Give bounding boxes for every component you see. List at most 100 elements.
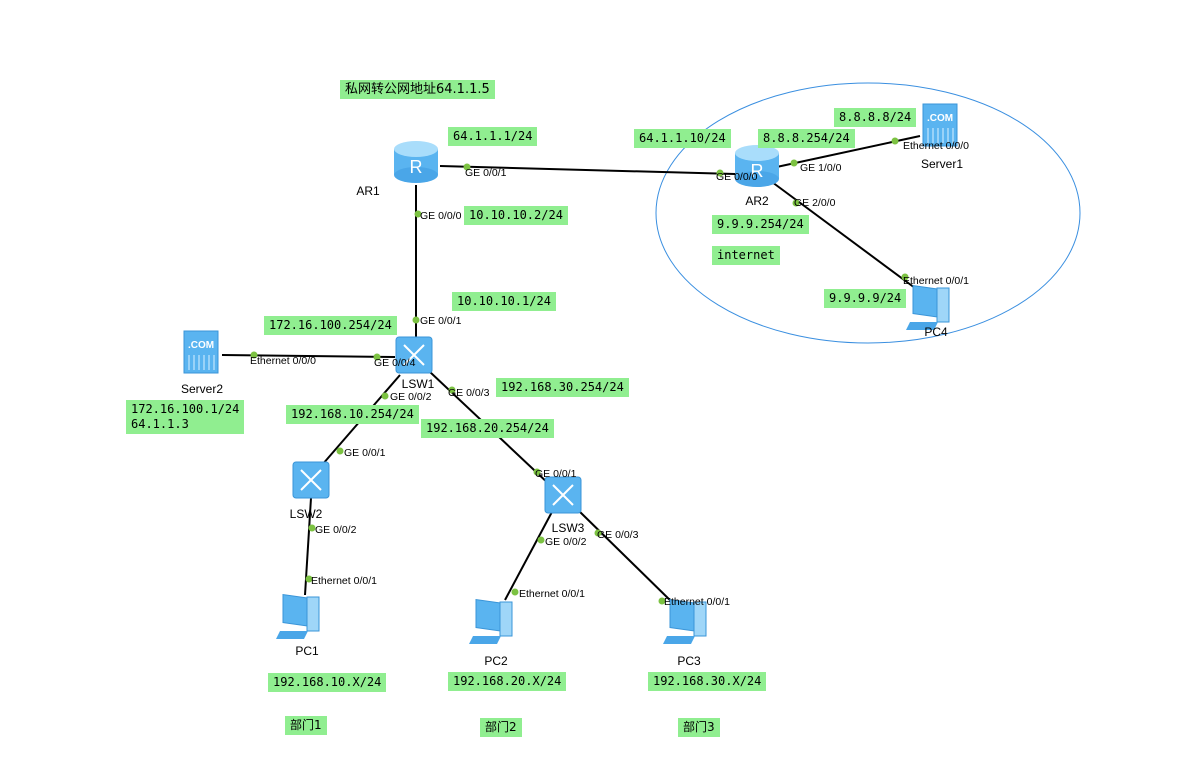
port[interactable]: GE 0/0/1 [463, 163, 507, 180]
device-pc3[interactable]: PC3 [663, 599, 707, 668]
ip-address-label[interactable]: 64.1.1.1/24 [448, 127, 538, 146]
port-label: GE 0/0/1 [420, 315, 462, 327]
ip-address-label[interactable]: 192.168.10.254/24 [286, 405, 419, 424]
ip-address-label[interactable]: 8.8.8.254/24 [758, 129, 855, 148]
svg-text:R: R [410, 157, 423, 177]
port[interactable]: Ethernet 0/0/0 [250, 351, 316, 368]
port-dot [305, 575, 313, 583]
device-lsw3[interactable]: LSW3 [544, 476, 585, 535]
port-label: Ethernet 0/0/0 [903, 140, 969, 152]
port-dot [792, 199, 800, 207]
device-lsw1[interactable]: LSW1 [395, 336, 435, 391]
port-label: GE 0/0/2 [390, 391, 432, 403]
device-pc2[interactable]: PC2 [469, 599, 513, 668]
department-label[interactable]: 部门1 [285, 716, 327, 735]
server-icon: .COM [183, 330, 219, 374]
port-dot [716, 169, 724, 177]
ip-address-label[interactable]: 10.10.10.1/24 [452, 292, 556, 311]
port-label: GE 0/0/4 [374, 357, 416, 369]
port[interactable]: GE 0/0/1 [336, 447, 386, 459]
ip-address-label[interactable]: 192.168.30.254/24 [496, 378, 629, 397]
department-label[interactable]: 部门2 [480, 718, 522, 737]
port[interactable]: Ethernet 0/0/0 [891, 137, 970, 153]
port-label: GE 0/0/0 [716, 171, 758, 183]
device-ar1[interactable]: R AR1 [356, 141, 438, 198]
port-dot [250, 351, 258, 359]
port[interactable]: Ethernet 0/0/1 [658, 596, 731, 608]
port[interactable]: GE 0/0/4 [373, 353, 416, 370]
port-dot [373, 353, 381, 361]
ip-address-label[interactable]: 172.16.100.254/24 [264, 316, 397, 335]
port[interactable]: GE 0/0/2 [308, 524, 357, 536]
device-label: PC3 [677, 654, 701, 668]
ip-address-label[interactable]: 192.168.10.X/24 [268, 673, 387, 692]
device-pc1[interactable]: PC1 [276, 594, 320, 658]
server-icon: .COM [922, 103, 958, 147]
port-label: GE 0/0/1 [465, 167, 507, 179]
port[interactable]: GE 0/0/0 [414, 210, 462, 222]
router-icon: R [735, 145, 779, 187]
ip-address-label[interactable]: 9.9.9.9/24 [824, 289, 907, 308]
router-icon: R [394, 141, 438, 183]
device-label: LSW3 [552, 521, 585, 535]
port-dot [511, 588, 519, 596]
device-label: PC2 [484, 654, 508, 668]
ip-address-label[interactable]: 192.168.20.X/24 [448, 672, 567, 691]
device-label: PC4 [924, 325, 948, 339]
device-pc4[interactable]: PC4 [906, 285, 950, 339]
ip-address-label[interactable]: 10.10.10.2/24 [464, 206, 568, 225]
ip-address-label[interactable]: 8.8.8.8/24 [834, 108, 917, 127]
port[interactable]: Ethernet 0/0/1 [305, 575, 378, 587]
port-label: GE 0/0/3 [448, 387, 490, 399]
port-dot [537, 536, 545, 544]
ip-address-label[interactable]: 192.168.20.254/24 [421, 419, 554, 438]
port[interactable]: Ethernet 0/0/1 [511, 588, 586, 600]
switch-icon [544, 476, 582, 514]
device-label: LSW2 [290, 507, 323, 521]
switch-icon [395, 336, 433, 374]
ip-address-label[interactable]: 64.1.1.10/24 [634, 129, 731, 148]
port[interactable]: GE 0/0/3 [594, 529, 639, 541]
port-dot [414, 210, 422, 218]
port-label: GE 2/0/0 [794, 197, 836, 209]
internet-boundary [655, 82, 1081, 344]
svg-text:.COM: .COM [927, 113, 953, 124]
port[interactable]: GE 1/0/0 [790, 159, 842, 175]
port-label: GE 1/0/0 [800, 162, 842, 174]
port-dot [336, 447, 344, 455]
link[interactable] [504, 509, 554, 601]
port[interactable]: GE 2/0/0 [792, 197, 836, 209]
link[interactable] [577, 509, 676, 606]
port-label: GE 0/0/0 [420, 210, 462, 222]
port-dot [790, 159, 798, 167]
port[interactable]: GE 0/0/0 [716, 169, 758, 184]
port[interactable]: GE 0/0/3 [448, 386, 490, 400]
port[interactable]: Ethernet 0/0/1 [901, 273, 970, 288]
device-label: AR1 [356, 184, 380, 198]
port[interactable]: GE 0/0/2 [537, 536, 587, 548]
port-label: GE 0/0/3 [597, 529, 639, 541]
port-label: GE 0/0/2 [545, 536, 587, 548]
link[interactable] [439, 165, 736, 175]
port[interactable]: GE 0/0/1 [533, 468, 577, 480]
ip-address-label[interactable]: 172.16.100.1/24 64.1.1.3 [126, 400, 245, 434]
port-dot [533, 468, 541, 476]
svg-text:R: R [751, 161, 764, 181]
port-dot [463, 163, 471, 171]
port[interactable]: GE 0/0/1 [412, 315, 462, 327]
ip-address-label[interactable]: internet [712, 246, 780, 265]
ip-address-label[interactable]: 9.9.9.254/24 [712, 215, 809, 234]
port-dot [308, 524, 316, 532]
ip-address-label[interactable]: 192.168.30.X/24 [648, 672, 767, 691]
port[interactable]: GE 0/0/2 [381, 391, 432, 403]
department-label[interactable]: 部门3 [678, 718, 720, 737]
port-label: Ethernet 0/0/1 [519, 588, 585, 600]
port-dot [448, 386, 456, 394]
device-lsw2[interactable]: LSW2 [290, 461, 330, 521]
nat-note-label[interactable]: 私网转公网地址64.1.1.5 [340, 80, 495, 99]
